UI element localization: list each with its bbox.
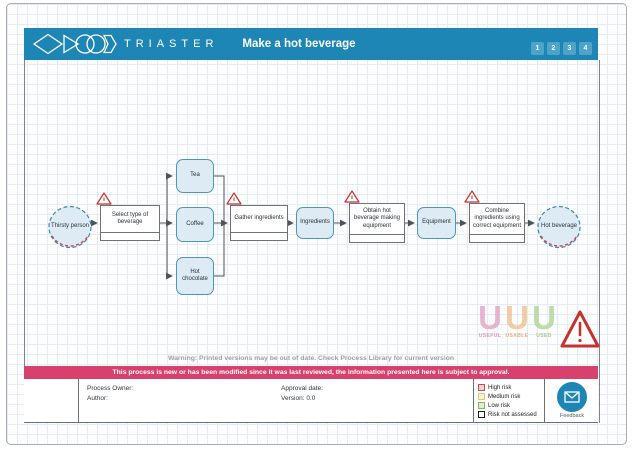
watermark-useful: U USEFUL <box>478 299 502 340</box>
map-frame <box>24 60 600 423</box>
node-ingredients[interactable]: Ingredients <box>296 207 334 239</box>
medium-risk-swatch <box>478 393 485 400</box>
printed-version-warning: Warning: Printed versions may be out of … <box>167 355 455 362</box>
page-button-2[interactable]: 2 <box>547 42 560 55</box>
feedback-label: Feedback <box>559 413 585 419</box>
watermark-used: U USED <box>532 299 556 340</box>
triaster-logo-icon <box>32 33 117 55</box>
u-logo-icon: U <box>478 299 502 336</box>
not-assessed-swatch <box>478 411 485 418</box>
u-logo-icon: U <box>505 299 529 336</box>
legend-item: Medium risk <box>478 392 544 401</box>
high-risk-swatch <box>478 384 485 391</box>
header-bar: TRIASTER Make a hot beverage 1 2 3 4 <box>24 28 598 60</box>
node-hot-chocolate[interactable]: Hot chocolate <box>176 257 214 295</box>
footer-logo-cell <box>24 379 78 422</box>
node-equipment[interactable]: Equipment <box>417 207 456 239</box>
footer-info-cell: Process Owner: Author: Approval date: Ve… <box>78 379 474 422</box>
legend-item: Risk not assessed <box>478 410 544 419</box>
author-label: Author: <box>87 395 108 402</box>
node-gather-ingredients[interactable]: Gather ingredients <box>230 205 288 241</box>
footer-panel: Process Owner: Author: Approval date: Ve… <box>24 379 598 423</box>
approval-banner: This process is new or has been modified… <box>24 366 598 379</box>
legend-item: High risk <box>478 383 544 392</box>
page-button-1[interactable]: 1 <box>531 42 544 55</box>
process-owner-label: Process Owner: <box>87 385 134 392</box>
version-value: 0.0 <box>306 395 316 402</box>
page-button-3[interactable]: 3 <box>563 42 576 55</box>
activity-band <box>469 234 525 235</box>
watermark-usable: U USABLE <box>505 299 529 340</box>
risk-legend: High risk Medium risk Low risk Risk not … <box>473 379 544 422</box>
brand-name: TRIASTER <box>124 38 219 50</box>
page-title: Make a hot beverage <box>242 38 356 50</box>
approval-date-label: Approval date: <box>281 385 323 392</box>
node-tea[interactable]: Tea <box>176 159 214 193</box>
activity-band <box>100 232 160 233</box>
page-navigation: 1 2 3 4 <box>531 42 592 55</box>
node-end-label[interactable]: Hot beverage <box>540 223 578 230</box>
node-select-beverage[interactable]: Select type of beverage <box>100 205 160 241</box>
version-label: Version: 0.0 <box>281 395 316 402</box>
activity-band <box>230 232 288 233</box>
envelope-icon <box>564 391 580 403</box>
feedback-cell: Feedback <box>544 379 599 422</box>
page-button-4[interactable]: 4 <box>579 42 592 55</box>
node-obtain-equipment[interactable]: Obtain hot beverage making equipment <box>349 203 405 243</box>
low-risk-swatch <box>478 402 485 409</box>
watermark-logos: U USEFUL U USABLE U USED <box>478 299 556 340</box>
node-start-label[interactable]: Thirsty person <box>50 223 89 230</box>
node-combine-ingredients[interactable]: Combine ingredients using correct equipm… <box>469 203 525 243</box>
feedback-button[interactable] <box>557 382 587 412</box>
activity-band <box>349 234 405 235</box>
u-logo-icon: U <box>532 299 556 336</box>
node-coffee[interactable]: Coffee <box>176 207 214 242</box>
legend-item: Low risk <box>478 401 544 410</box>
